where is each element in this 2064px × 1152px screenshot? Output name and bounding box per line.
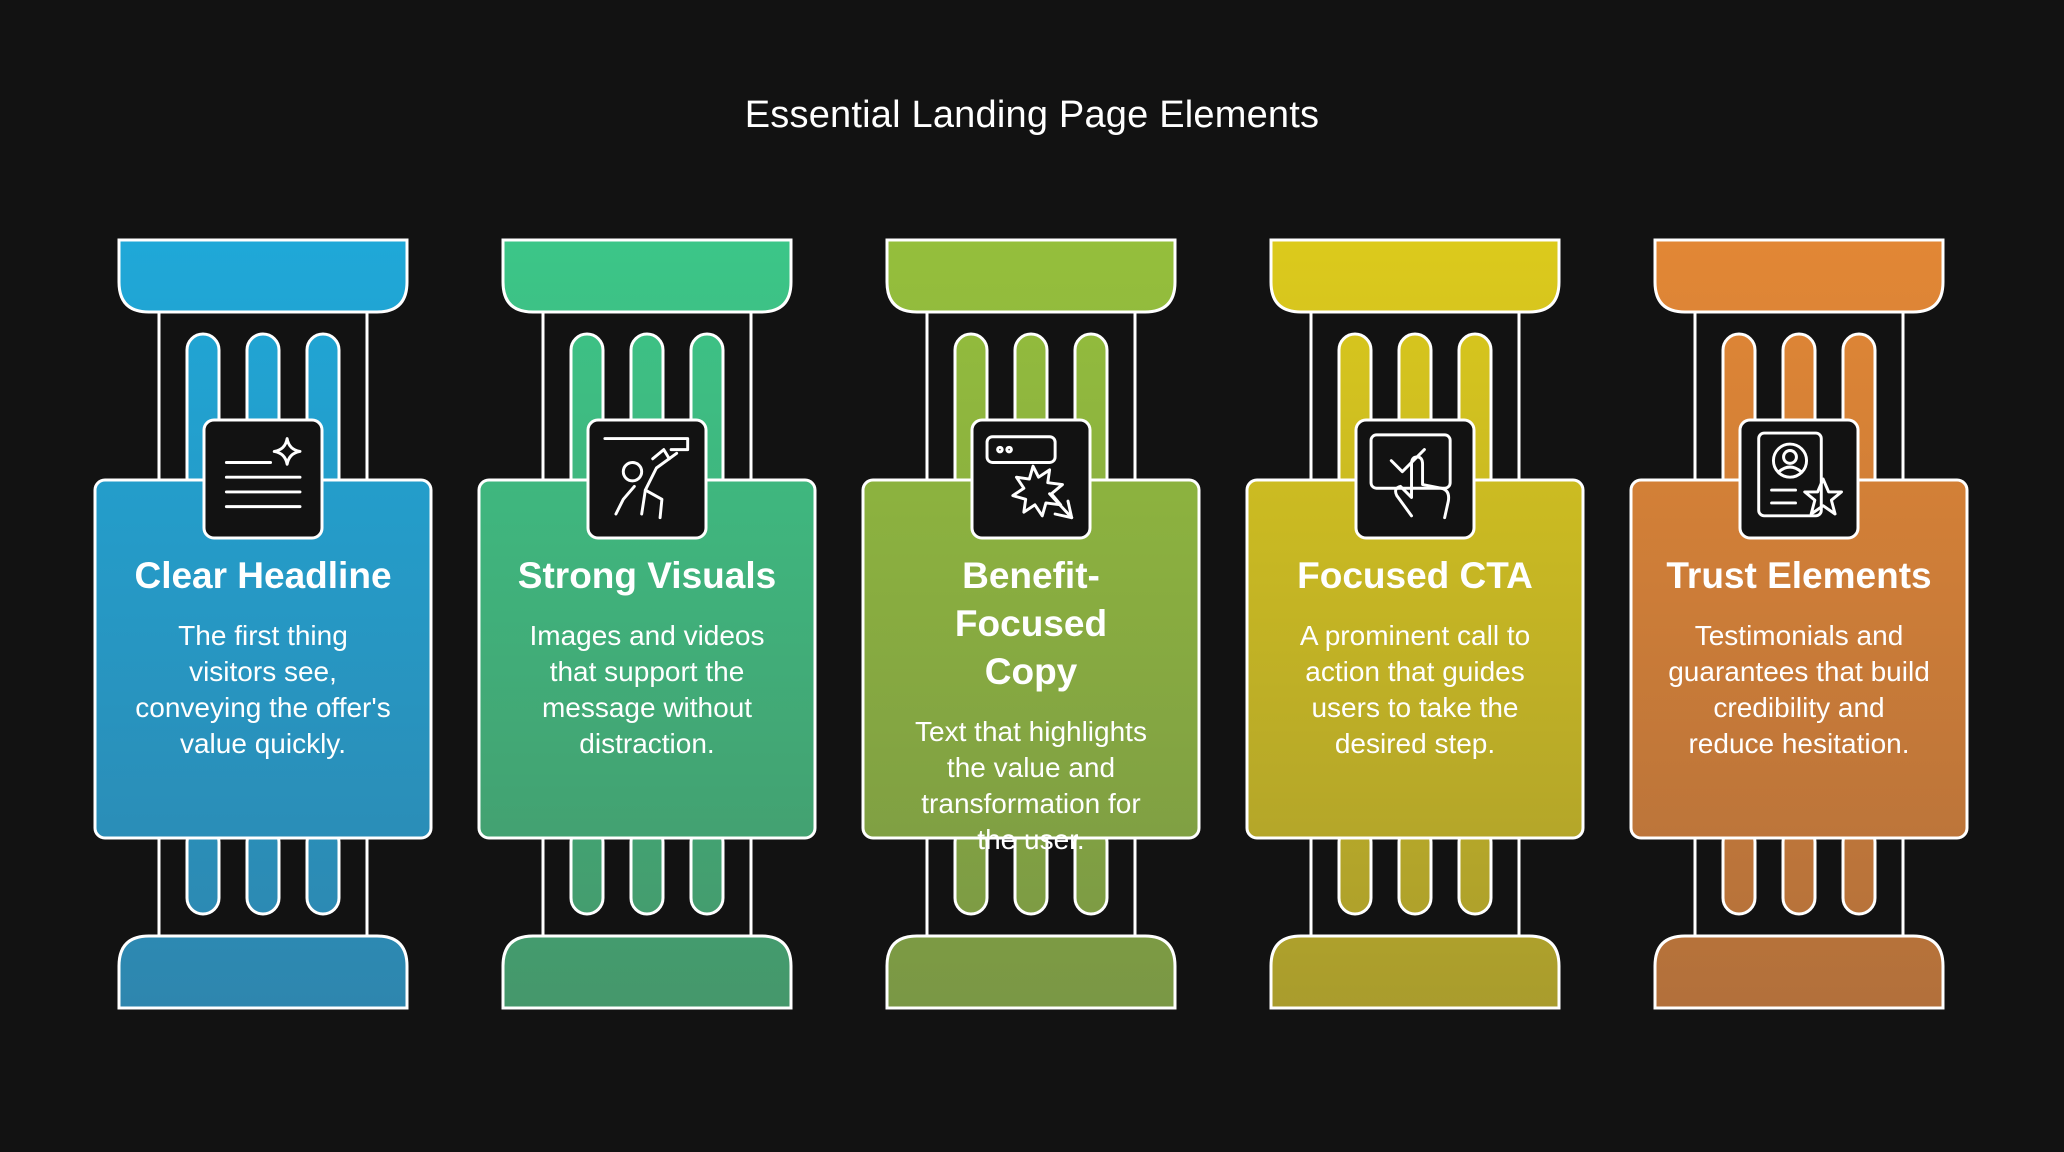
icon-badge	[202, 418, 324, 540]
pillar-text-4: Focused CTA A prominent call to action th…	[1265, 552, 1565, 762]
pillar-description: Text that highlights the value and trans…	[915, 716, 1147, 855]
diagram-title: Essential Landing Page Elements	[744, 94, 1320, 136]
pillar-description: A prominent call to action that guides u…	[1299, 620, 1531, 759]
click-burst-icon	[985, 435, 1074, 520]
pillar-description: Testimonials and guarantees that build c…	[1668, 620, 1930, 759]
touch-checkmark-icon	[1369, 433, 1452, 520]
pillar-3	[861, 238, 1201, 1010]
pillar-heading: Benefit-Focused Copy	[954, 555, 1108, 692]
pillar-capital	[1269, 238, 1561, 314]
pillar-base	[501, 934, 793, 1010]
pillar-5	[1629, 238, 1969, 1010]
pillar-heading: Focused CTA	[1297, 555, 1533, 596]
pillar-capital	[1653, 238, 1945, 314]
pillar-base	[885, 934, 1177, 1010]
document-sparkle-icon	[224, 437, 302, 509]
pillar-heading: Strong Visuals	[517, 555, 777, 596]
pillar-capital	[885, 238, 1177, 314]
pillar-base	[1269, 934, 1561, 1010]
profile-badge-star-icon	[1757, 431, 1843, 518]
pillar-description: The first thing visitors see, conveying …	[135, 620, 391, 759]
icon-badge	[1354, 418, 1476, 540]
pillar-2	[477, 238, 817, 1010]
pillar-heading: Clear Headline	[134, 555, 392, 596]
pillar-capital	[501, 238, 793, 314]
pillar-4	[1245, 238, 1585, 1010]
pillar-base	[117, 934, 409, 1010]
presenter-screen-icon	[603, 437, 690, 520]
pillar-base	[1653, 934, 1945, 1010]
pillar-description: Images and videos that support the messa…	[529, 620, 765, 759]
pillar-1	[93, 238, 433, 1010]
pillar-capital	[117, 238, 409, 314]
pillar-heading: Trust Elements	[1666, 555, 1932, 596]
